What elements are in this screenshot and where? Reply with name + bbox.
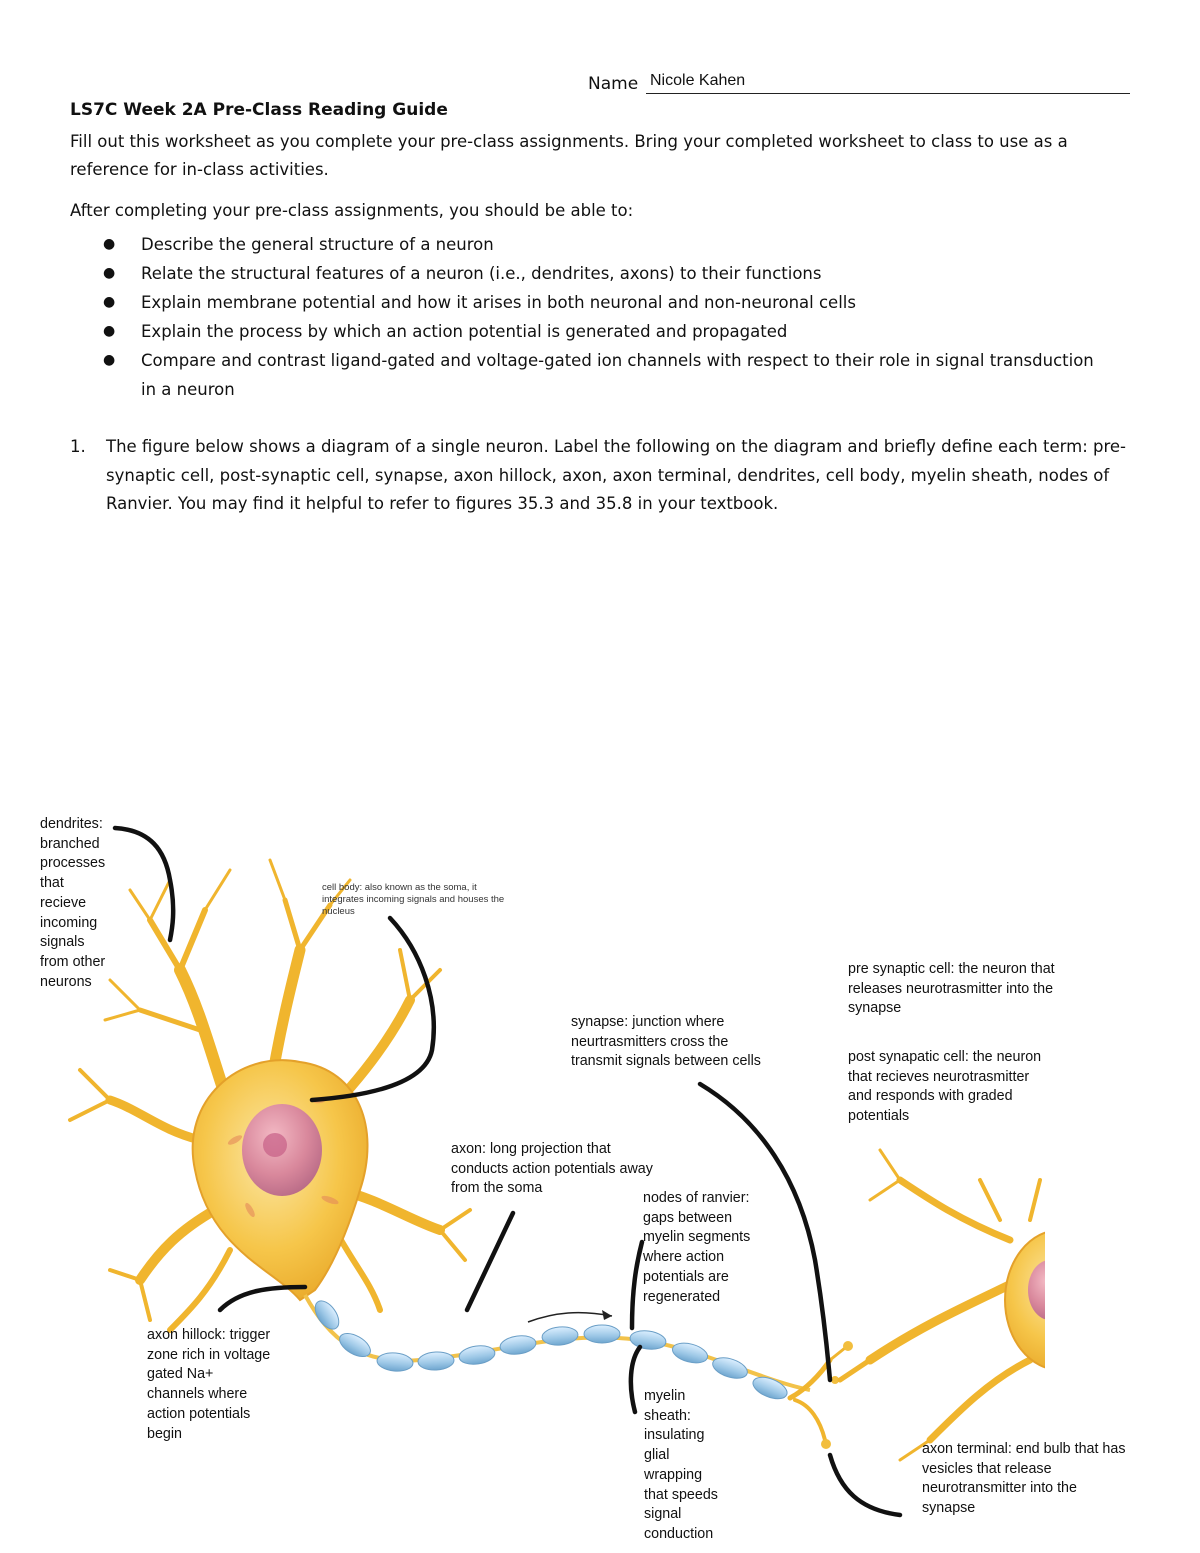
name-value: Nicole Kahen — [650, 72, 746, 89]
worksheet-title: LS7C Week 2A Pre-Class Reading Guide — [70, 100, 448, 120]
label-nodes-of-ranvier: nodes of ranvier: gaps between myelin se… — [643, 1190, 751, 1305]
objectives-lead: After completing your pre-class assignme… — [70, 201, 634, 220]
label-pre-synaptic-cell: pre synaptic cell: the neuron that relea… — [848, 961, 1055, 1017]
objective-item: ●Compare and contrast ligand-gated and v… — [70, 346, 1110, 404]
intro-paragraph: Fill out this worksheet as you complete … — [70, 132, 1068, 179]
nucleolus-shape — [263, 1133, 287, 1157]
bullet-icon: ● — [103, 323, 116, 339]
bullet-icon: ● — [103, 236, 116, 252]
label-dendrites: dendrites: branched processes that recie… — [40, 816, 106, 990]
question-text: The figure below shows a diagram of a si… — [106, 437, 1127, 513]
arrowhead-icon — [602, 1310, 612, 1320]
objective-item: ●Describe the general structure of a neu… — [70, 230, 1110, 259]
axon-terminal-group — [787, 1346, 847, 1442]
neuron-diagram: dendrites: branched processes that recie… — [0, 800, 1200, 1553]
nodes-pointer — [629, 1239, 645, 1331]
objective-item: ●Explain membrane potential and how it a… — [70, 288, 1110, 317]
myelin-segments — [314, 1300, 788, 1400]
cell-body-pointer — [309, 915, 437, 1103]
dendrites-pointer — [112, 825, 176, 943]
neuron-illustration — [68, 825, 1045, 1518]
label-synapse: synapse: junction where neurtrasmitters … — [571, 1014, 761, 1070]
terminal-pointer — [827, 1452, 903, 1518]
label-cell-body: cell body: also known as the soma, it in… — [322, 882, 505, 917]
bullet-icon: ● — [103, 294, 116, 310]
terminal-bulbs — [821, 1341, 853, 1449]
bullet-icon: ● — [103, 352, 116, 368]
bullet-icon: ● — [103, 265, 116, 281]
myelin-pointer — [628, 1344, 643, 1415]
synapse-pointer — [697, 1081, 833, 1383]
label-axon-hillock: axon hillock: trigger zone rich in volta… — [147, 1327, 271, 1442]
question-number: 1. — [70, 437, 86, 456]
signal-direction-arrow — [527, 1311, 613, 1323]
axon-pointer — [464, 1210, 516, 1313]
question-1: 1. The figure below shows a diagram of a… — [70, 433, 1130, 519]
label-pointer-lines — [112, 825, 903, 1518]
name-field: Name Nicole Kahen — [588, 72, 1130, 96]
name-label: Name — [588, 74, 639, 94]
objective-item: ●Relate the structural features of a neu… — [70, 259, 1110, 288]
label-axon-terminal: axon terminal: end bulb that has vesicle… — [922, 1441, 1126, 1517]
post-synaptic-neuron — [837, 1148, 1045, 1462]
hillock-pointer — [217, 1284, 308, 1313]
label-axon: axon: long projection that conducts acti… — [451, 1141, 653, 1197]
objectives-list: ●Describe the general structure of a neu… — [70, 230, 1110, 404]
name-underline — [646, 93, 1130, 94]
objective-item: ●Explain the process by which an action … — [70, 317, 1110, 346]
label-post-synaptic-cell: post synapatic cell: the neuron that rec… — [848, 1049, 1042, 1125]
label-myelin-sheath: myelin sheath: insulating glial wrapping… — [644, 1388, 718, 1542]
